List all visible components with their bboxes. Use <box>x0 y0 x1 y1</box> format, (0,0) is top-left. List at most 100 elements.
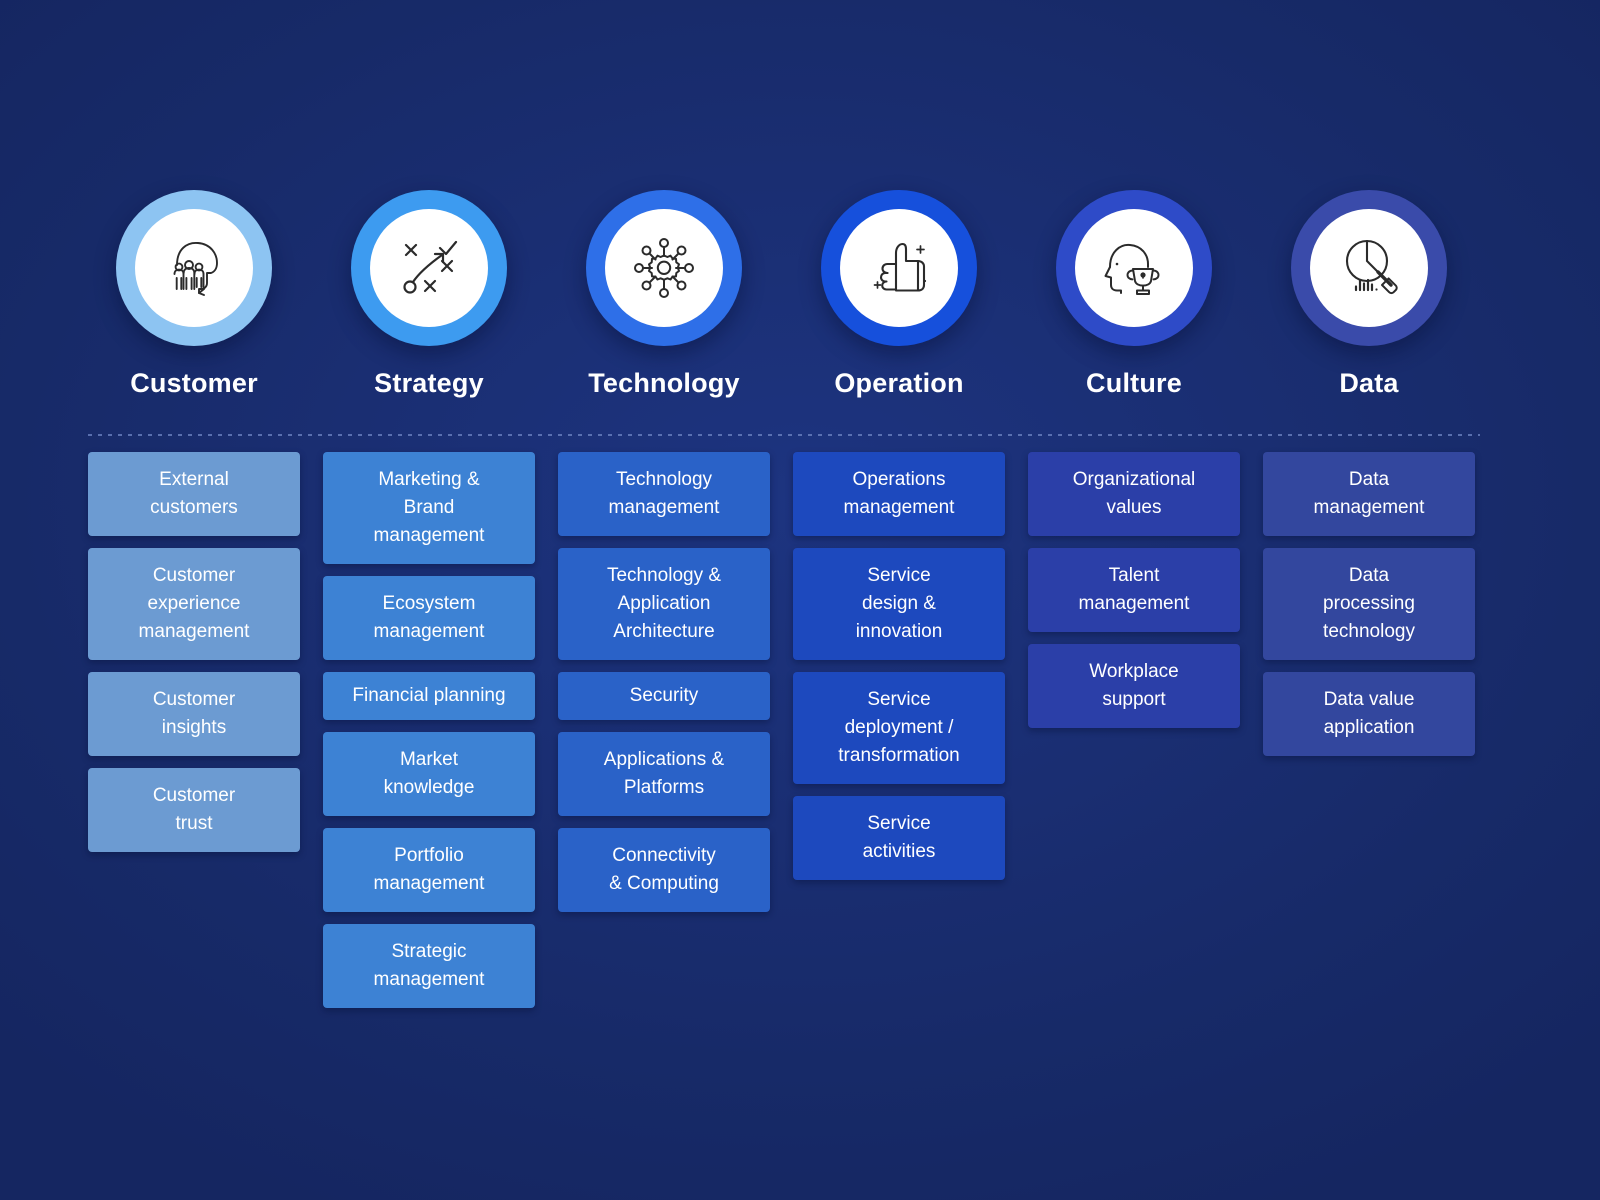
capability-card-label: Customer experience management <box>139 562 250 646</box>
capability-card-line: & Computing <box>609 873 719 894</box>
pillar-ring-data <box>1291 190 1447 346</box>
capability-card-line: Workplace <box>1089 661 1179 682</box>
pillar-icon-disc-operation <box>840 209 958 327</box>
capability-card[interactable]: Applications &Platforms <box>558 732 770 816</box>
pie-chart-magnifier-icon <box>1332 231 1406 305</box>
capability-card-line: Customer <box>152 785 236 806</box>
pillar-icon-disc-technology <box>605 209 723 327</box>
capability-card[interactable]: Data value application <box>1263 672 1475 756</box>
capability-card-line: management <box>1078 593 1190 614</box>
capability-card-line: activities <box>862 841 936 862</box>
capability-card[interactable]: Ecosystem management <box>323 576 535 660</box>
capability-card-line: application <box>1323 717 1415 738</box>
capability-card-line: management <box>608 497 720 518</box>
pillar-customer[interactable]: Customer <box>88 190 300 399</box>
capability-card-line: customers <box>150 497 238 518</box>
capability-card[interactable]: Financial planning <box>323 672 535 720</box>
capability-card[interactable]: Security <box>558 672 770 720</box>
capability-card-label: Customer trust <box>153 782 235 838</box>
capability-card[interactable]: Portfolio management <box>323 828 535 912</box>
capability-card-label: Connectivity & Computing <box>609 842 719 898</box>
capability-card-line: Security <box>629 685 699 706</box>
strategy-playbook-icon <box>392 231 466 305</box>
capability-card-line: Service <box>867 565 931 586</box>
capability-card[interactable]: Customer trust <box>88 768 300 852</box>
capability-card-line: Talent <box>1108 565 1160 586</box>
capability-card-line: Brand <box>403 497 455 518</box>
capability-card-line: Portfolio <box>394 845 464 866</box>
capability-card-line: Financial planning <box>352 685 506 706</box>
pillar-label-customer: Customer <box>130 368 258 398</box>
capability-card-line: management <box>138 621 250 642</box>
section-divider <box>88 434 1480 436</box>
capability-card-label: Ecosystem management <box>374 590 485 646</box>
pillar-label-culture: Culture <box>1086 368 1182 398</box>
capability-card-line: Ecosystem <box>382 593 476 614</box>
capability-card-label: Financial planning <box>352 682 505 710</box>
capability-card-label: Portfolio management <box>374 842 485 898</box>
capability-card[interactable]: Connectivity & Computing <box>558 828 770 912</box>
capability-card-line: Application <box>617 593 711 614</box>
capability-card-line: Technology & <box>606 565 722 586</box>
pillar-data[interactable]: Data <box>1263 190 1475 399</box>
capability-card-line: management <box>373 873 485 894</box>
capability-card-line: Customer <box>152 689 236 710</box>
pillar-label-operation: Operation <box>834 368 964 398</box>
capability-card-line: Customer <box>152 565 236 586</box>
pillar-ring-strategy <box>351 190 507 346</box>
people-head-icon <box>157 231 231 305</box>
capability-card-line: management <box>1313 497 1425 518</box>
pillar-label-data: Data <box>1339 368 1399 398</box>
capability-card-line: Data value <box>1323 689 1415 710</box>
capability-card-line: Operations <box>852 469 946 490</box>
capability-card[interactable]: Customer experience management <box>88 548 300 660</box>
capability-card-label: Data value application <box>1324 686 1415 742</box>
capability-card-label: Talent management <box>1079 562 1190 618</box>
capability-card-line: experience <box>147 593 241 614</box>
pillar-ring-customer <box>116 190 272 346</box>
pillar-strategy[interactable]: Strategy <box>323 190 535 399</box>
pillar-culture[interactable]: Culture <box>1028 190 1240 399</box>
capability-card-line: management <box>373 525 485 546</box>
capability-card-line: management <box>373 621 485 642</box>
pillar-icon-disc-strategy <box>370 209 488 327</box>
capability-card-line: deployment / <box>844 717 954 738</box>
capability-card-line: Connectivity <box>612 845 716 866</box>
capability-card-line: trust <box>175 813 213 834</box>
capability-card[interactable]: Talent management <box>1028 548 1240 632</box>
capability-card-line: technology <box>1323 621 1415 642</box>
pillar-technology[interactable]: Technology <box>558 190 770 399</box>
capability-card-line: values <box>1106 497 1162 518</box>
pillar-operation[interactable]: Operation <box>793 190 1005 399</box>
pillar-ring-operation <box>821 190 977 346</box>
capability-card-line: innovation <box>855 621 943 642</box>
